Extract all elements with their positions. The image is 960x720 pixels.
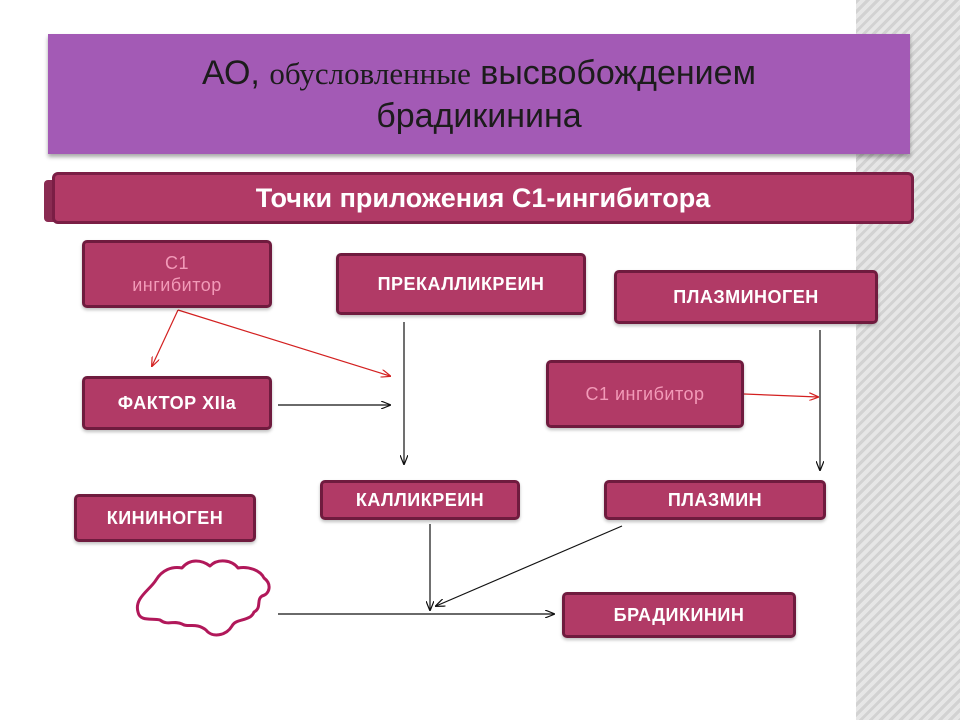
inhibit-arrow-factor [152, 309, 179, 366]
inhibit-arrow-plasmin [743, 394, 818, 397]
kininogen-node: КИНИНОГЕН [74, 494, 256, 542]
plasmin-node: ПЛАЗМИН [604, 480, 826, 520]
plasminogen-node: ПЛАЗМИНОГЕН [614, 270, 878, 324]
inhibit-arrow-kallikrein [177, 309, 390, 376]
kallikrein-node: КАЛЛИКРЕИН [320, 480, 520, 520]
bradykinin-node: БРАДИКИНИН [562, 592, 796, 638]
factor-xiia-node: ФАКТОР XIIa [82, 376, 272, 430]
c1-inhibitor-node-top: С1 ингибитор [82, 240, 272, 308]
kininogen-molecule-shape [135, 559, 271, 637]
title-line-2: брадикинина [376, 96, 582, 135]
slide-title: АО, обусловленные высвобождением брадики… [48, 34, 910, 154]
subtitle: Точки приложения С1-ингибитора [52, 172, 914, 224]
title-line-1: АО, обусловленные высвобождением [202, 53, 756, 92]
flow-plasmin-to-junction [436, 525, 623, 606]
c1-inhibitor-node-right: С1 ингибитор [546, 360, 744, 428]
prekallikrein-node: ПРЕКАЛЛИКРЕИН [336, 253, 586, 315]
